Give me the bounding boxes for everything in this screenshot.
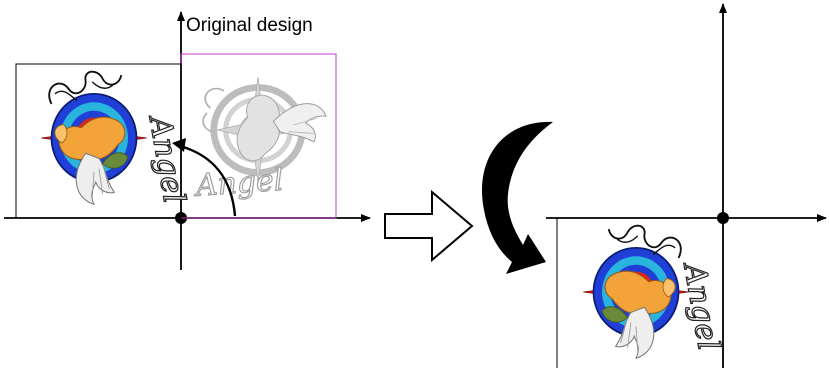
mirrored-logo-text: Angel [676,258,726,353]
rotated-design-emblem [40,70,148,206]
rotated-logo-text: Angel [141,111,191,206]
original-design-frame-group: Angel [180,53,337,219]
right-coordinate-system [546,3,827,368]
rotated-design-frame-group: Angel [15,63,192,219]
crescent-flip-arrow-icon [481,121,553,274]
mirrored-design-emblem [582,224,690,360]
hollow-right-arrow-icon [384,189,474,263]
mirrored-design-frame-group: Angel [556,218,726,368]
right-origin-point [717,212,729,224]
original-ghost-logo-text: Angel [192,163,285,204]
curved-rotation-arrow-icon [172,138,237,217]
original-design-label: Original design [186,15,313,36]
